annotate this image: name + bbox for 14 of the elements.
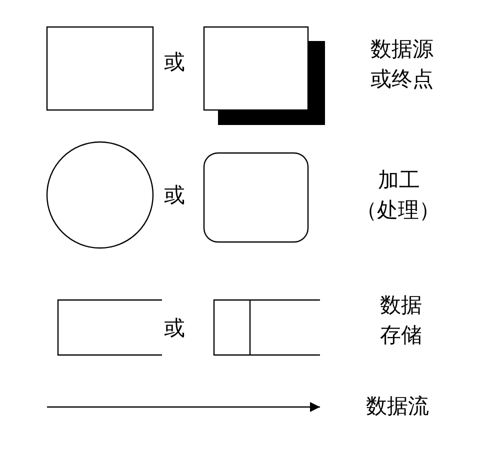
- rectangle-symbol: [46, 26, 154, 111]
- arrow: [47, 402, 320, 412]
- or-text: 或: [164, 49, 185, 76]
- symbol-label: 数据流: [366, 393, 429, 420]
- circle-symbol: [46, 141, 154, 249]
- shadowed-rectangle-symbol: [203, 26, 325, 125]
- rounded-rectangle-symbol: [203, 152, 309, 243]
- or-text: 或: [164, 182, 185, 209]
- symbol-label: 加工: [378, 167, 420, 194]
- or-text: 或: [164, 315, 185, 342]
- symbol-label: 数据存储: [379, 292, 423, 349]
- data-store-symbol: [213, 299, 321, 356]
- symbol-label: （处理）: [356, 197, 440, 224]
- symbol-label: 数据源或终点: [370, 36, 434, 93]
